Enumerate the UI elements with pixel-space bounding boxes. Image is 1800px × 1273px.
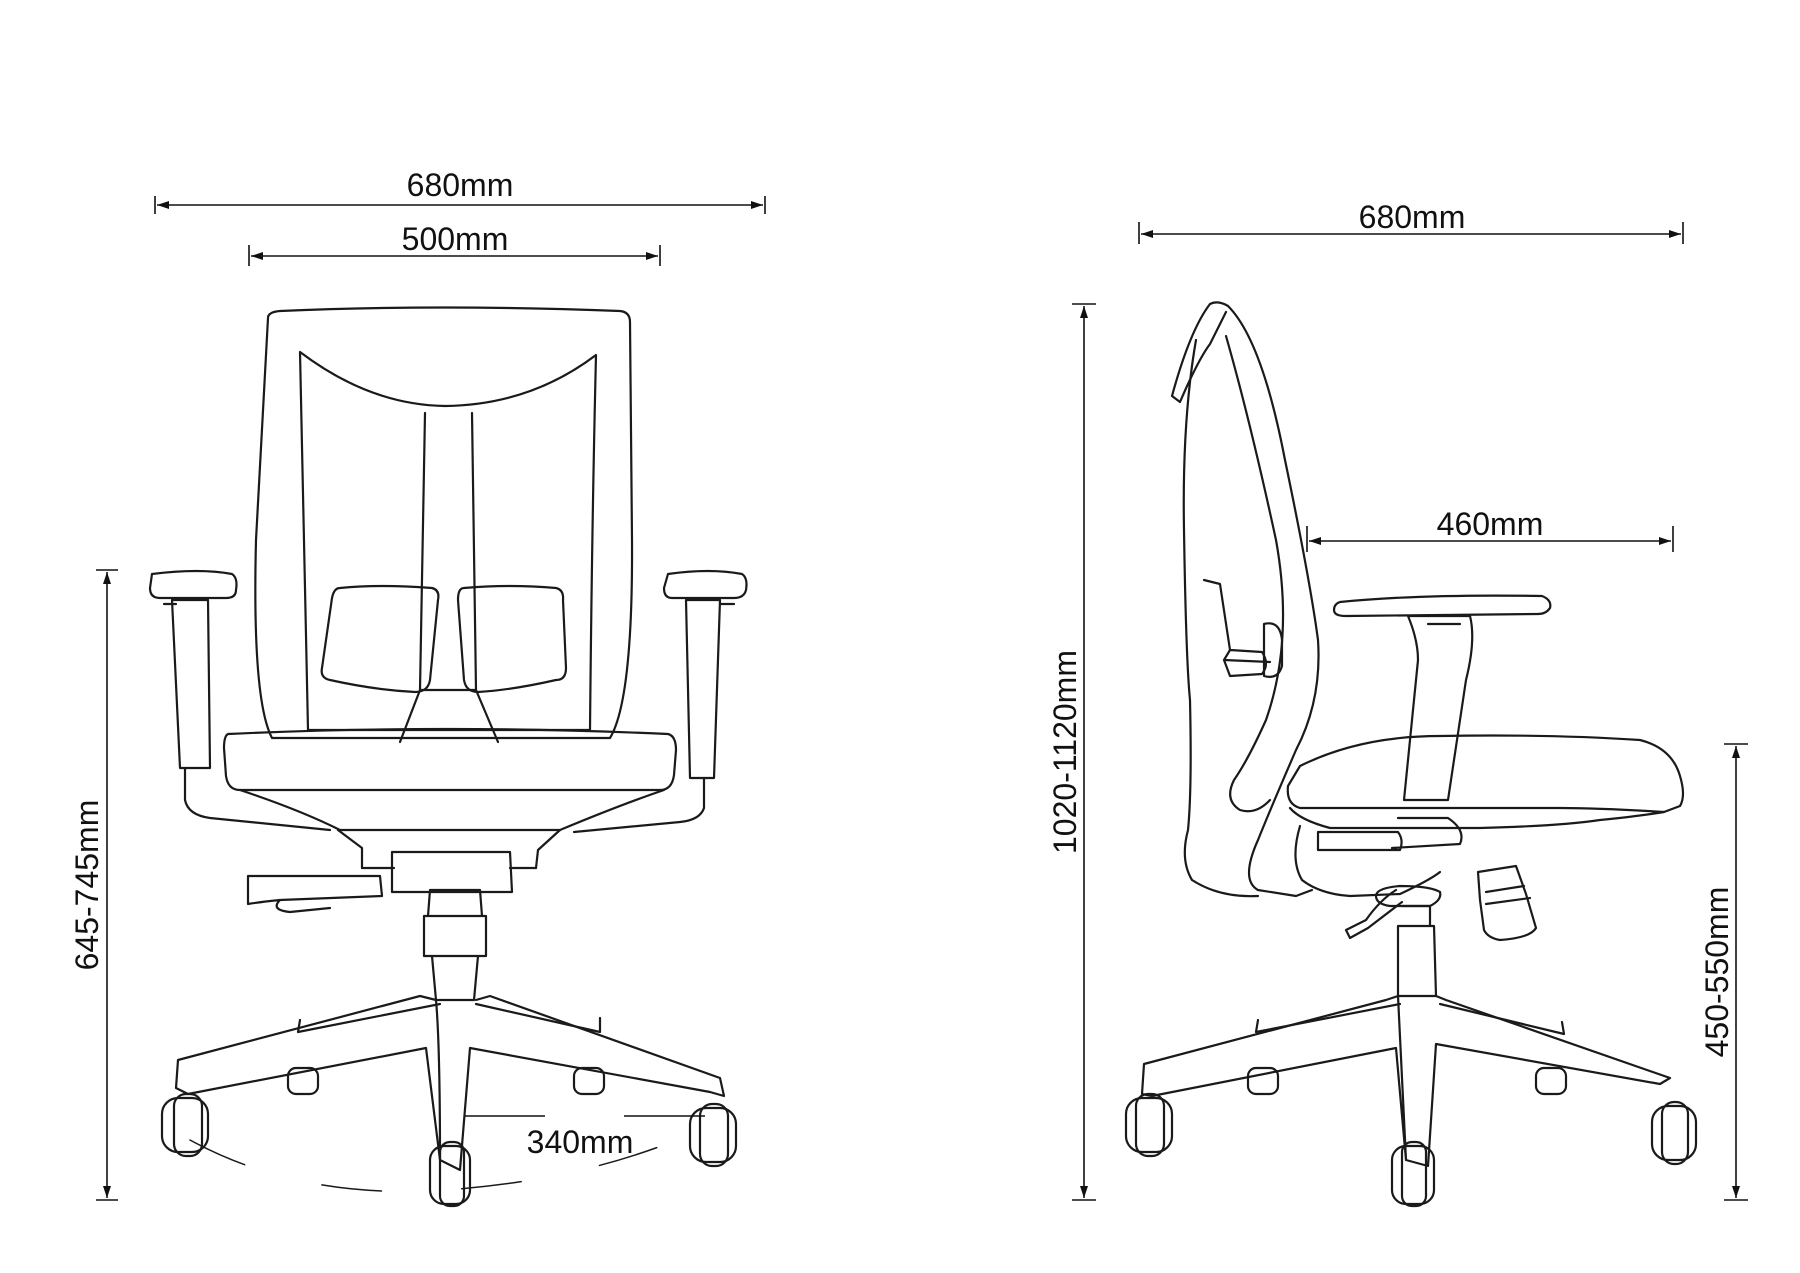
front-backrest-mesh bbox=[298, 350, 598, 732]
side-mechanism bbox=[1374, 884, 1442, 908]
front-lumbar-bracket bbox=[398, 688, 500, 744]
side-seat-shell bbox=[1288, 806, 1666, 830]
side-armrest-pad bbox=[1332, 594, 1552, 618]
side-backrest-mesh bbox=[1224, 334, 1285, 813]
front-armrest-pad-left bbox=[148, 569, 238, 600]
side-backrest-inner bbox=[1182, 338, 1260, 898]
side-caster-rear-right bbox=[1534, 1066, 1568, 1096]
front-back-width-label: 500mm bbox=[402, 221, 509, 257]
front-seat-shell bbox=[238, 788, 666, 832]
front-caster-rear-left bbox=[286, 1066, 320, 1096]
side-caster-left bbox=[1124, 1092, 1174, 1158]
front-armrest-post-left bbox=[162, 598, 212, 770]
front-caster-rear-right bbox=[572, 1066, 606, 1096]
side-base-rear-arms bbox=[1254, 1002, 1566, 1036]
side-view bbox=[1124, 301, 1698, 1208]
front-base-spread-label: 340mm bbox=[527, 1124, 634, 1160]
front-lumbar-pad-left bbox=[320, 584, 440, 694]
front-base-rear-arms bbox=[296, 1002, 602, 1034]
front-armrest-post-right bbox=[684, 598, 736, 780]
side-backrest-frame bbox=[1170, 301, 1320, 898]
front-caster-center bbox=[428, 1140, 472, 1208]
side-gas-cylinder bbox=[1396, 904, 1438, 998]
front-armrest-arm-right bbox=[572, 776, 706, 834]
front-overall-width-label: 680mm bbox=[407, 167, 514, 203]
side-caster-right bbox=[1650, 1100, 1698, 1166]
side-star-base bbox=[1140, 994, 1672, 1168]
front-star-base bbox=[174, 994, 726, 1172]
side-dim-seat-height: 450-550mm bbox=[1699, 743, 1748, 1201]
front-armrest-arm-left bbox=[183, 766, 332, 832]
side-lever bbox=[1344, 888, 1404, 940]
front-seat-skirt bbox=[336, 828, 562, 870]
front-mechanism bbox=[360, 850, 538, 894]
front-view bbox=[148, 306, 748, 1208]
side-overall-height-label: 1020-1120mm bbox=[1047, 650, 1083, 854]
front-dim-back-width: 500mm bbox=[248, 221, 661, 266]
side-lumbar bbox=[1202, 578, 1272, 678]
front-center-strut-right bbox=[470, 411, 478, 692]
side-caster-rear-left bbox=[1246, 1066, 1280, 1096]
side-dim-seat-depth: 460mm bbox=[1306, 506, 1674, 552]
side-tilt-knob bbox=[1476, 864, 1538, 942]
front-armrest-height-label: 645-745mm bbox=[69, 800, 105, 971]
front-center-strut-left bbox=[418, 411, 427, 692]
side-overall-depth-label: 680mm bbox=[1359, 199, 1466, 235]
side-dim-overall-height: 1020-1120mm bbox=[1047, 303, 1096, 1201]
side-seat-height-label: 450-550mm bbox=[1699, 887, 1735, 1058]
side-seat-cushion bbox=[1286, 734, 1685, 814]
front-dim-overall-width: 680mm bbox=[154, 167, 766, 214]
front-caster-right bbox=[688, 1102, 738, 1168]
front-backrest-frame bbox=[254, 306, 634, 740]
side-seat-depth-label: 460mm bbox=[1437, 506, 1544, 542]
side-armrest-post bbox=[1402, 614, 1474, 802]
side-dim-overall-depth: 680mm bbox=[1138, 199, 1684, 244]
side-lumbar-knob bbox=[1262, 622, 1284, 678]
side-seat-base bbox=[1294, 824, 1442, 898]
front-dim-armrest-height: 645-745mm bbox=[69, 569, 118, 1201]
side-caster-center bbox=[1390, 1140, 1436, 1208]
front-seat-cushion bbox=[222, 727, 678, 792]
front-dim-base-spread: 340mm bbox=[465, 1115, 705, 1160]
front-armrest-pad-right bbox=[662, 569, 748, 600]
side-armrest-mount bbox=[1316, 816, 1463, 852]
front-base-sweep-arc bbox=[189, 1129, 701, 1193]
front-tilt-lever bbox=[246, 874, 384, 914]
front-caster-left bbox=[160, 1092, 210, 1158]
front-gas-cylinder bbox=[422, 888, 488, 1002]
front-lumbar-pad-right bbox=[456, 584, 568, 694]
